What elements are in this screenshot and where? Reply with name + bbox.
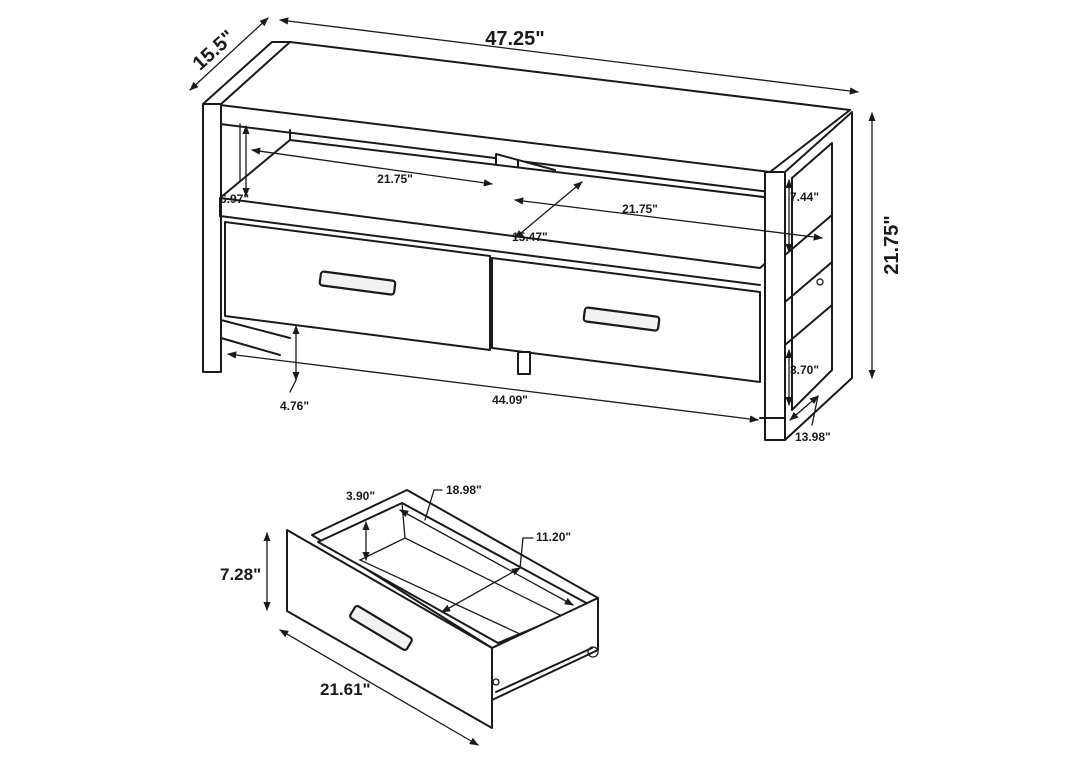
left-leg (202, 103, 222, 373)
left-drawer-handle (318, 270, 397, 296)
label-overall-width: 47.25" (485, 28, 545, 50)
dim-shelf-depth (514, 181, 583, 239)
label-shelf-depth: 15.47" (512, 230, 548, 244)
label-right-opening: 21.75" (622, 202, 658, 216)
label-left-opening: 21.75" (377, 172, 413, 186)
label-drawer-inner-height: 3.90" (346, 489, 375, 503)
right-drawer-handle (582, 306, 661, 332)
drawer-dimension-lines (263, 489, 574, 746)
dimension-lines (189, 17, 876, 426)
dim-drawer-width (279, 629, 479, 746)
label-shelf-height: 6.97" (220, 192, 249, 206)
label-side-top: 7.44" (790, 190, 819, 204)
label-interior-width: 44.09" (492, 393, 528, 407)
dim-side-depth (789, 395, 819, 421)
right-leg-front (764, 171, 786, 441)
dim-overall-width (279, 17, 859, 95)
dim-overall-depth (189, 17, 269, 91)
label-overall-height: 21.75" (881, 215, 903, 275)
label-drawer-inner-depth: 11.20" (536, 530, 571, 544)
label-floor-clearance: 4.76" (280, 399, 309, 413)
dim-interior-width (227, 351, 759, 423)
center-foot (517, 351, 531, 375)
label-drawer-front-height: 7.28" (220, 565, 261, 584)
label-drawer-inner-width: 18.98" (446, 483, 482, 497)
label-side-bottom: 3.70" (790, 363, 819, 377)
label-side-depth: 13.98" (795, 430, 831, 444)
dim-drawer-inner-width (399, 509, 574, 606)
dim-left-opening (251, 147, 493, 187)
dim-drawer-inner-depth (441, 567, 521, 613)
label-drawer-front-width: 21.61" (320, 680, 371, 699)
